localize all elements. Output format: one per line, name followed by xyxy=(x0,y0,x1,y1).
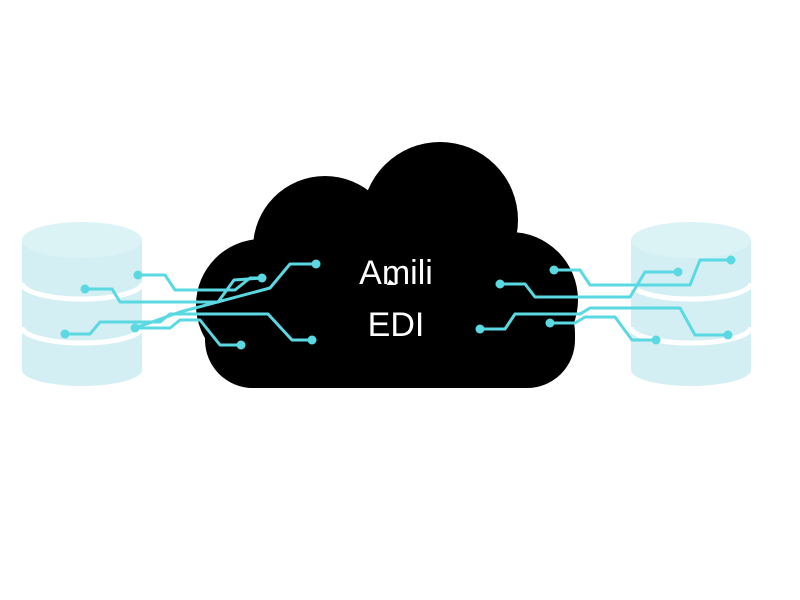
circuit-trace-icon xyxy=(133,318,243,347)
circuit-node-icon xyxy=(311,259,321,269)
circuit-node-icon xyxy=(545,318,555,328)
circuit-node-icon xyxy=(236,340,246,350)
circuit-node-icon xyxy=(495,279,505,289)
circuit-node-icon xyxy=(60,329,70,339)
circuit-trace-icon xyxy=(133,262,318,330)
circuit-node-icon xyxy=(80,284,90,294)
circuit-node-icon xyxy=(133,270,143,280)
left-database-icon xyxy=(19,222,145,386)
circuit-nodes xyxy=(60,255,736,350)
right-circuit-traces xyxy=(478,258,733,342)
cloud-label-line2: EDI xyxy=(368,306,425,344)
circuit-trace-icon xyxy=(83,276,264,304)
circuit-trace-icon xyxy=(552,258,733,287)
circuit-node-icon xyxy=(723,330,733,340)
cloud-label-line1: Amili xyxy=(359,254,433,292)
circuit-trace-icon xyxy=(498,270,680,299)
right-database-icon xyxy=(628,222,754,386)
circuit-node-icon xyxy=(475,324,485,334)
circuit-node-icon xyxy=(726,255,736,265)
circuit-trace-icon xyxy=(478,306,730,337)
left-circuit-traces xyxy=(63,262,318,347)
cloud-icon xyxy=(196,142,578,388)
circuit-node-icon xyxy=(651,335,661,345)
circuit-node-icon xyxy=(549,265,559,275)
circuit-trace-icon xyxy=(548,315,658,342)
circuit-node-icon xyxy=(307,335,317,345)
circuit-node-icon xyxy=(673,267,683,277)
circuit-node-icon xyxy=(257,273,267,283)
circuit-node-icon xyxy=(130,323,140,333)
